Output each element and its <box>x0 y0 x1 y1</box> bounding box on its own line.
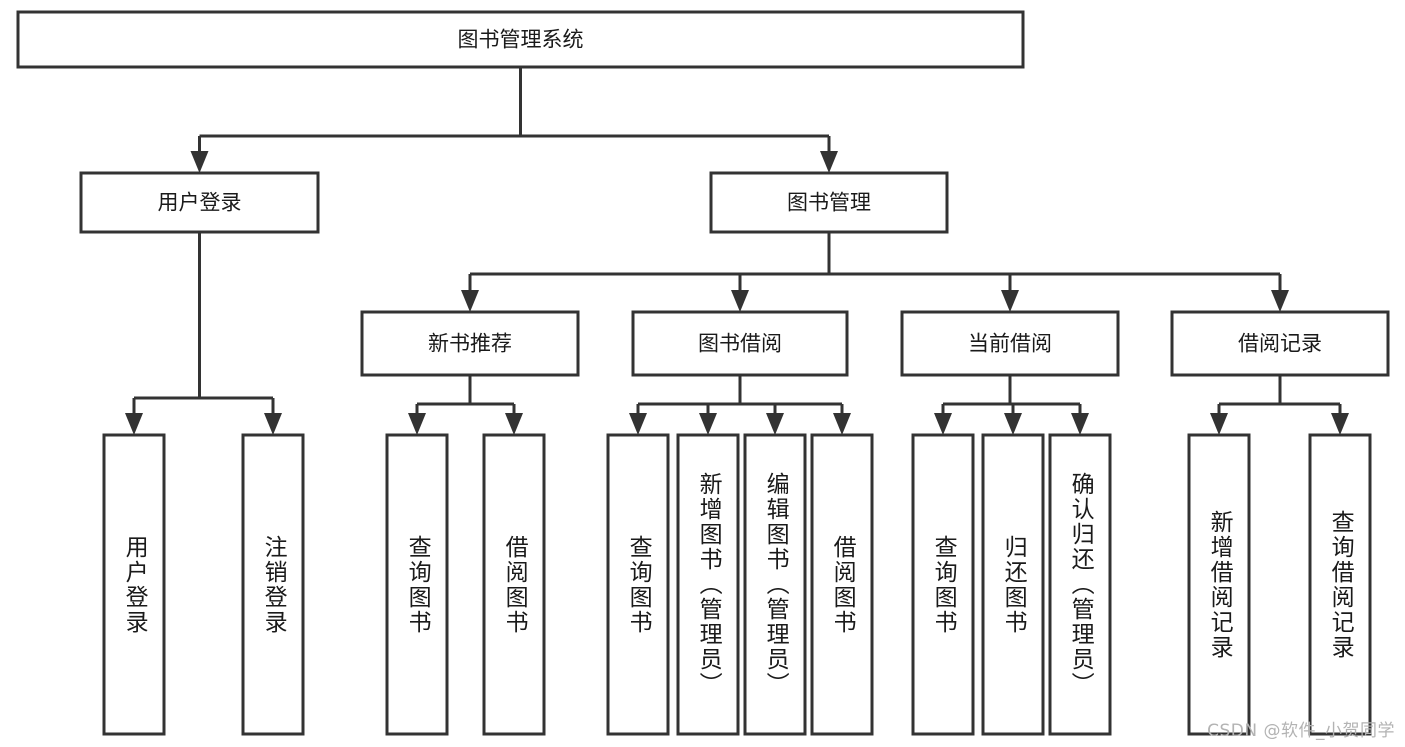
node-box-layer <box>16 10 1390 736</box>
grp-1-arrow-1 <box>505 413 523 435</box>
grp-2-arrow-1 <box>699 413 717 435</box>
level2-node-box-1[interactable] <box>709 171 949 234</box>
leaf-node-box-3[interactable] <box>482 433 546 736</box>
root-node-box[interactable] <box>16 10 1025 69</box>
level3-node-box-0[interactable] <box>360 310 580 377</box>
level2-node-label-0: 用户登录 <box>158 191 242 215</box>
level3-node-box-3[interactable] <box>1170 310 1390 377</box>
book-mgmt-arrow-0 <box>461 290 479 312</box>
level3-node-label-3: 借阅记录 <box>1238 332 1322 356</box>
level3-node-label-2: 当前借阅 <box>968 332 1052 356</box>
grp-1-arrow-0 <box>408 413 426 435</box>
leaf-node-box-8[interactable] <box>911 433 975 736</box>
grp-0-arrow-0 <box>125 413 143 435</box>
leaf-node-box-4[interactable] <box>606 433 670 736</box>
book-mgmt-arrow-2 <box>1001 290 1019 312</box>
book-mgmt-arrow-1 <box>731 290 749 312</box>
leaf-node-box-2[interactable] <box>385 433 449 736</box>
leaf-node-box-7[interactable] <box>810 433 874 736</box>
grp-3-arrow-0 <box>934 413 952 435</box>
book-mgmt-arrow-3 <box>1271 290 1289 312</box>
leaf-node-box-5[interactable] <box>676 433 740 736</box>
root-arrow-0 <box>190 151 209 173</box>
grp-2-arrow-3 <box>833 413 851 435</box>
grp-3-arrow-1 <box>1004 413 1022 435</box>
leaf-node-box-10[interactable] <box>1048 433 1112 736</box>
root-node-label: 图书管理系统 <box>458 28 584 52</box>
leaf-node-box-0[interactable] <box>102 433 166 736</box>
connector-layer <box>125 67 1349 435</box>
leaf-node-box-11[interactable] <box>1187 433 1251 736</box>
level3-node-box-1[interactable] <box>631 310 849 377</box>
leaf-node-box-9[interactable] <box>981 433 1045 736</box>
leaf-node-box-1[interactable] <box>241 433 305 736</box>
level2-node-box-0[interactable] <box>79 171 320 234</box>
root-arrow-1 <box>820 151 838 173</box>
leaf-node-box-12[interactable] <box>1308 433 1372 736</box>
grp-3-arrow-2 <box>1071 413 1089 435</box>
level3-node-label-0: 新书推荐 <box>428 332 512 356</box>
grp-2-arrow-0 <box>629 413 647 435</box>
grp-4-arrow-0 <box>1210 413 1228 435</box>
leaf-node-box-6[interactable] <box>743 433 807 736</box>
level3-node-box-2[interactable] <box>900 310 1120 377</box>
watermark-credit: CSDN @软件_小贺同学 <box>1207 721 1395 741</box>
level2-node-label-1: 图书管理 <box>787 191 871 215</box>
grp-0-arrow-1 <box>264 413 282 435</box>
grp-2-arrow-2 <box>766 413 784 435</box>
grp-4-arrow-1 <box>1331 413 1349 435</box>
level3-node-label-1: 图书借阅 <box>698 332 782 356</box>
